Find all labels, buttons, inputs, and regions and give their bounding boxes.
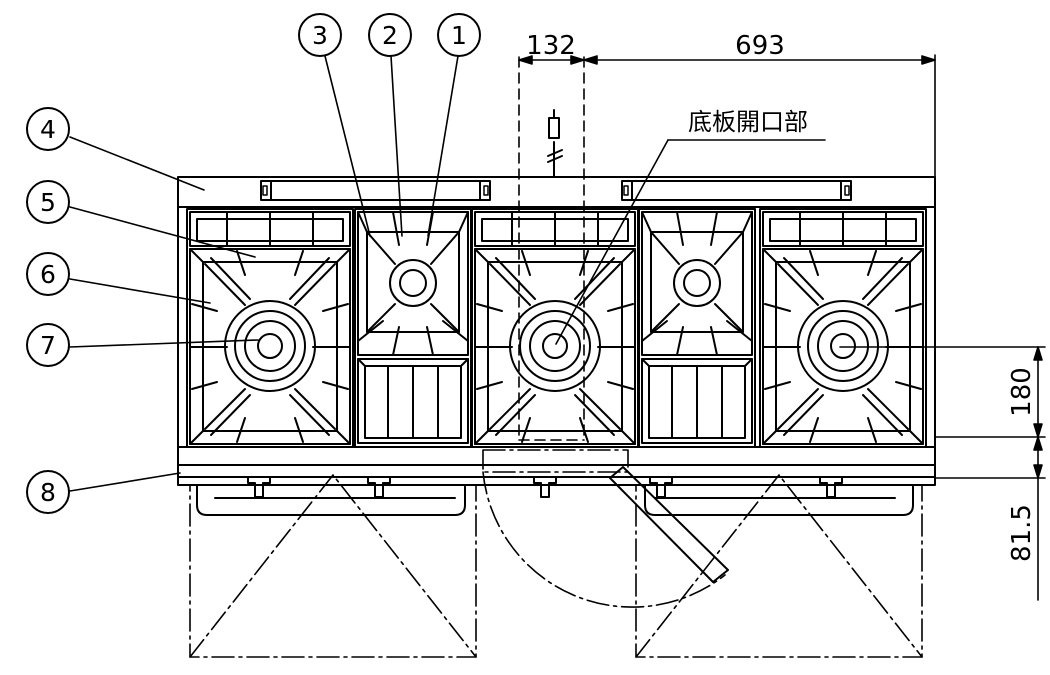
- callout-1: 1: [437, 13, 481, 57]
- dim-top-large: 693: [735, 31, 785, 61]
- callout-5: 5: [26, 180, 70, 224]
- opening-label-group: 底板開口部: [555, 108, 826, 345]
- svg-text:1: 1: [451, 21, 467, 50]
- dimension-labels: 132 693 180 81.5: [526, 31, 1037, 562]
- opening-label: 底板開口部: [688, 108, 808, 136]
- dim-right-upper: 180: [1007, 367, 1037, 417]
- svg-text:4: 4: [40, 115, 56, 144]
- small-burner-cell-right: [638, 208, 756, 448]
- svg-text:6: 6: [40, 260, 56, 289]
- range-body: [177, 176, 936, 486]
- small-burner-cell-left: [354, 208, 472, 448]
- large-burner-cell-center: [471, 208, 639, 448]
- svg-text:2: 2: [382, 21, 398, 50]
- gas-inlet-fitting: [547, 109, 563, 178]
- oven-door-handles: [196, 484, 914, 516]
- callout-3: 3: [298, 13, 342, 57]
- dim-top-small: 132: [526, 31, 576, 61]
- svg-text:3: 3: [312, 21, 328, 50]
- bottom-opening-outline: [518, 56, 585, 441]
- center-drawer-handle: [609, 466, 729, 583]
- callout-8: 8: [26, 470, 70, 514]
- callout-leaders: [69, 55, 459, 492]
- dimension-lines: [518, 54, 1046, 601]
- callout-4: 4: [26, 107, 70, 151]
- door-swing-outlines: [189, 449, 923, 658]
- svg-text:7: 7: [40, 331, 56, 360]
- callout-6: 6: [26, 252, 70, 296]
- svg-text:5: 5: [40, 188, 56, 217]
- large-burner-cell-right: [759, 208, 927, 448]
- svg-text:8: 8: [40, 478, 56, 507]
- dim-right-lower: 81.5: [1007, 504, 1037, 562]
- callout-7: 7: [26, 323, 70, 367]
- callout-2: 2: [368, 13, 412, 57]
